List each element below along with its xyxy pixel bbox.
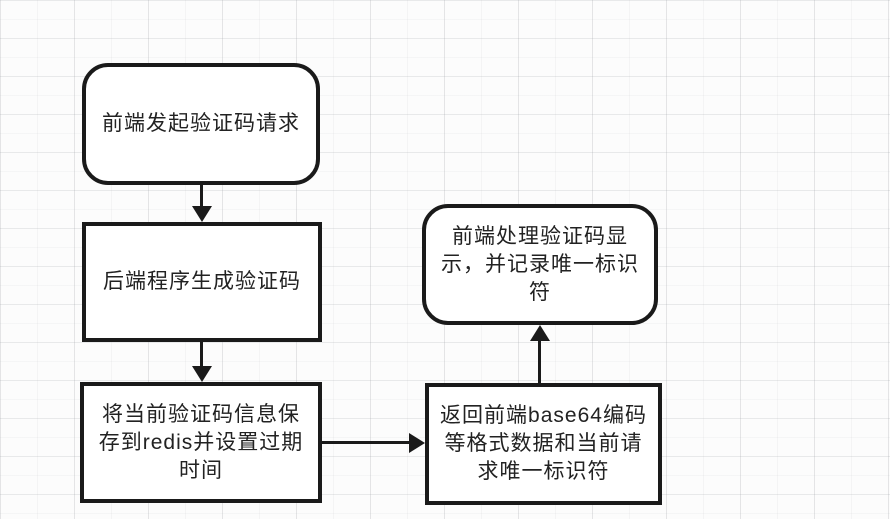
node-save-redis: 将当前验证码信息保 存到redis并设置过期 时间 (80, 382, 322, 503)
node-label: 后端程序生成验证码 (103, 270, 301, 293)
node-label-line: 求唯一标识符 (477, 460, 610, 483)
arrow-save-to-return-line (322, 441, 411, 444)
node-label-line: 时间 (179, 458, 223, 482)
arrow-request-to-generate-line (200, 185, 203, 208)
node-label-line: 返回前端base64编码 (440, 404, 647, 427)
node-backend-generate: 后端程序生成验证码 (82, 222, 322, 342)
node-return-base64: 返回前端base64编码 等格式数据和当前请 求唯一标识符 (425, 383, 662, 505)
node-label-line: 示，并记录唯一标识 (441, 252, 639, 276)
node-label-line: 将当前验证码信息保 (102, 402, 300, 426)
node-label-line: 符 (529, 280, 551, 304)
arrow-down-icon (192, 366, 212, 382)
node-frontend-display: 前端处理验证码显 示，并记录唯一标识 符 (422, 204, 658, 325)
node-label-line: 存到redis并设置过期 (98, 430, 304, 454)
arrow-up-icon (530, 325, 550, 341)
arrow-generate-to-save-line (200, 342, 203, 368)
arrow-down-icon (192, 206, 212, 222)
node-label: 前端发起验证码请求 (102, 112, 300, 135)
node-frontend-request: 前端发起验证码请求 (82, 63, 320, 185)
arrow-return-to-display-line (538, 340, 541, 383)
node-label-line: 等格式数据和当前请 (444, 432, 643, 455)
node-label-line: 前端处理验证码显 (452, 224, 628, 248)
arrow-right-icon (409, 433, 425, 453)
